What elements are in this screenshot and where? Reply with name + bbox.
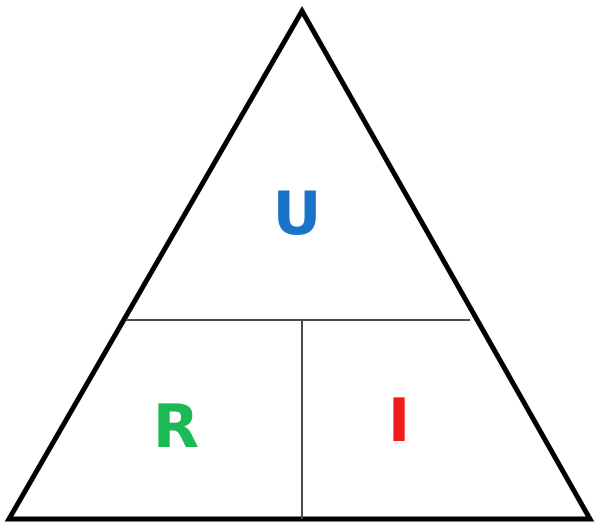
label-top-u: U <box>273 179 322 249</box>
label-bottom-left-r: R <box>153 392 199 462</box>
label-bottom-right-i: I <box>388 386 410 456</box>
triangle-outline <box>4 5 595 522</box>
